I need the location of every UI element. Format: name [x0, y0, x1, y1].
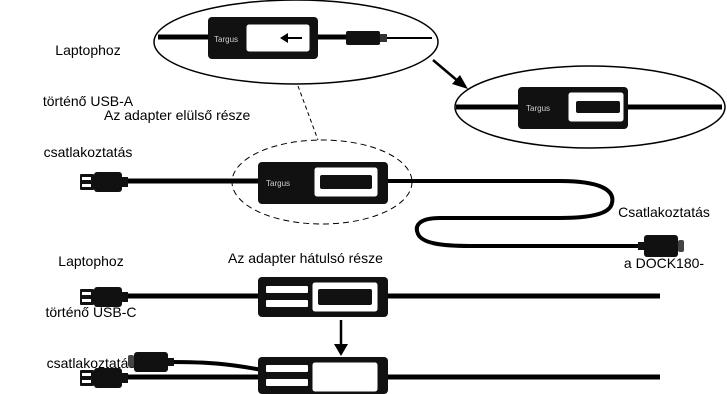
usb-a-label-line3: csatlakoztatás	[43, 144, 133, 160]
targus-logo: Targus	[526, 104, 550, 113]
targus-logo: Targus	[266, 179, 290, 188]
back-assembly-after	[80, 352, 660, 394]
usb-c-label-line3: csatlakoztatás	[46, 355, 136, 371]
targus-logo: Targus	[214, 35, 238, 44]
back-assembly-before	[80, 277, 660, 317]
assembled-detail-callout: Targus	[454, 65, 726, 149]
usb-c-plug-icon	[638, 235, 684, 257]
usb-a-label-line1: Laptophoz	[55, 42, 121, 58]
down-arrow-icon	[334, 320, 348, 356]
usb-a-plug-icon	[80, 287, 128, 307]
direction-arrow-icon	[432, 59, 468, 89]
front-assembly: Targus	[80, 139, 684, 257]
dock-label-line2: a DOCK180-	[623, 255, 705, 271]
usb-c-cable	[169, 360, 263, 372]
usb-a-label-line2: történő USB-A	[42, 93, 134, 109]
usb-c-connection-label: Laptophoz történő USB-C csatlakoztatás	[30, 219, 152, 389]
usb-a-plug-icon	[80, 368, 128, 388]
usb-c-plug-icon	[128, 352, 174, 372]
dock-cable	[388, 179, 640, 248]
usb-c-plug-icon	[346, 31, 387, 45]
usb-c-label-line2: történő USB-C	[45, 304, 137, 320]
usb-a-detail-callout: Targus	[153, 0, 439, 85]
usb-c-label-line1: Laptophoz	[58, 253, 124, 269]
adapter-front-label: Az adapter elülső része	[104, 107, 251, 123]
usb-a-connection-label: Laptophoz történő USB-A csatlakoztatás	[28, 8, 148, 178]
insertion-arrow-icon	[280, 33, 302, 43]
adapter-back-label: Az adapter hátulsó része	[228, 250, 383, 266]
usb-a-plug-icon	[80, 172, 128, 192]
dock-label-line1: Csatlakoztatás	[618, 204, 710, 220]
dock-connection-label: Csatlakoztatás a DOCK180-	[606, 170, 722, 289]
leader-line	[297, 85, 319, 141]
